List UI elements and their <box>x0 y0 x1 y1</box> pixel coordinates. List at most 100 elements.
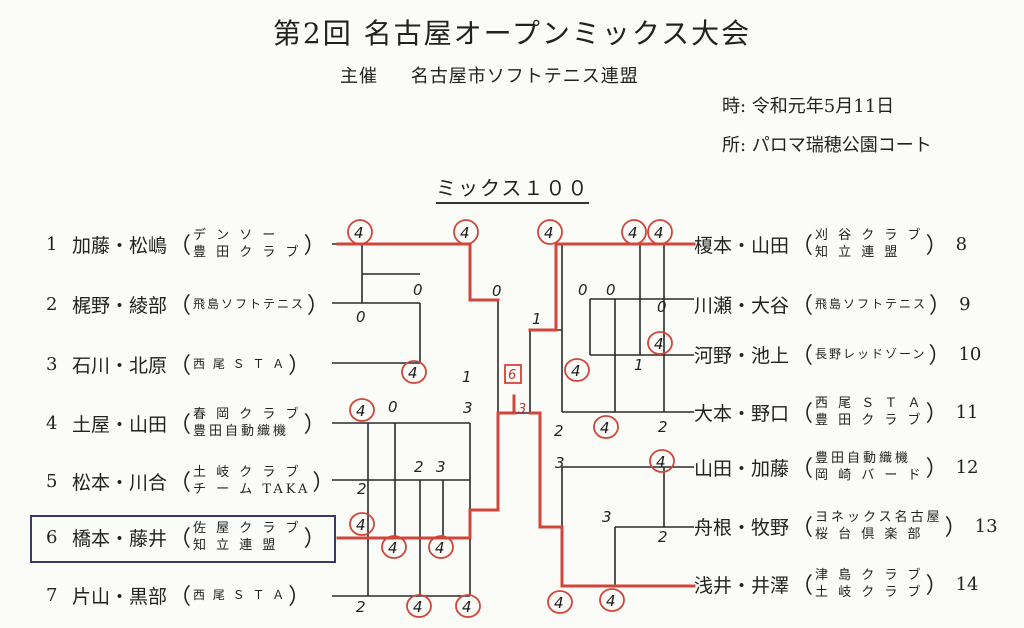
entry-number: 2 <box>46 293 58 315</box>
score-label: 4 <box>656 453 666 471</box>
player-names: 松本・川合 <box>72 471 168 494</box>
entry-3: 3 石川・北原 （ 西 尾 Ｓ Ｔ Ａ ） <box>46 344 312 384</box>
player-names: 石川・北原 <box>72 354 168 377</box>
score-circle <box>599 588 625 612</box>
entry-2: 2 梶野・綾部 （ 飛島ソフトテニス ） <box>46 284 331 324</box>
score-labels: 4 4 0 0 4 1 0 4 0 3 2 2 3 4 4 4 2 4 4 6 … <box>354 224 668 616</box>
club-names: 佐 屋 ク ラ ブ 知 立 連 盟 <box>193 520 302 554</box>
club-line: 長野レッドゾーン <box>815 346 927 361</box>
club-names: 飛島ソフトテニス <box>815 296 927 313</box>
winner-line <box>336 508 500 540</box>
score-label: 3 <box>602 508 612 526</box>
player-names: 川瀬・大谷 <box>694 294 790 317</box>
score-circle <box>649 449 675 473</box>
score-label: 0 <box>492 282 502 300</box>
score-label: 1 <box>634 356 644 374</box>
score-label: 4 <box>460 224 470 242</box>
page-title: 第2回 名古屋オープンミックス大会 <box>272 17 752 50</box>
score-label: 2 <box>414 458 424 476</box>
club-names: 西 尾 Ｓ Ｔ Ａ <box>193 587 286 604</box>
player-names: 梶野・綾部 <box>72 294 168 317</box>
club-line: チ ー ム TAKA <box>193 482 311 497</box>
club-line: 飛島ソフトテニス <box>815 296 928 311</box>
club-line: 知 立 連 盟 <box>193 538 279 553</box>
club-line: 西 尾 Ｓ Ｔ Ａ <box>193 356 287 371</box>
score-circle <box>537 219 563 245</box>
winner-line <box>336 242 500 302</box>
player-names: 山田・加藤 <box>694 457 790 480</box>
score-circle <box>647 331 673 355</box>
club-line: デ ン ソ ー <box>193 228 279 243</box>
entry-5: 5 松本・川合 （ 土 岐 ク ラ ブ チ ー ム TAKA ） <box>46 465 335 497</box>
winner-line <box>528 411 696 588</box>
winner-line <box>528 242 696 332</box>
score-circle <box>349 512 375 536</box>
entry-number: 5 <box>46 470 58 492</box>
score-label: 0 <box>606 281 616 299</box>
score-label: 3 <box>518 402 526 417</box>
bracket-lines <box>332 243 694 597</box>
score-label: 4 <box>600 419 610 437</box>
club-line: 津 島 ク ラ ブ <box>815 568 924 583</box>
score-label: 4 <box>413 598 423 616</box>
score-circle <box>349 398 375 422</box>
score-circle <box>564 358 590 382</box>
score-circles <box>347 219 675 618</box>
score-label: 0 <box>578 281 588 299</box>
score-circle <box>647 219 673 245</box>
club-names: ヨネックス名古屋 桜 台 倶 楽 部 <box>815 509 943 543</box>
player-names: 榎本・山田 <box>694 234 790 257</box>
score-label: 4 <box>462 598 472 616</box>
date-line: 時: 令和元年5月11日 <box>722 96 895 117</box>
club-line: 岡 崎 バ ー ド <box>815 468 924 483</box>
organizer-label: 主催 <box>340 66 378 87</box>
score-label: 0 <box>413 281 423 299</box>
club-names: 長野レッドゾーン <box>815 346 926 363</box>
entry-12: 山田・加藤 （ 豊田自動織機 岡 崎 バ ー ド ） 12 <box>694 450 979 484</box>
entry-number: 1 <box>46 233 58 255</box>
club-line: 飛島ソフトテニス <box>193 296 306 311</box>
club-line: 春 岡 ク ラ ブ <box>193 407 302 422</box>
entry-number: 8 <box>955 233 968 255</box>
highlight-box-entry-6 <box>30 515 336 563</box>
club-line: 佐 屋 ク ラ ブ <box>193 521 302 536</box>
entry-number: 13 <box>974 515 998 537</box>
score-label: 4 <box>628 224 638 242</box>
entry-number: 4 <box>46 412 58 434</box>
entry-8: 榎本・山田 （ 刈 谷 ク ラ ブ 知 立 連 盟 ） 8 <box>694 227 968 261</box>
event-title: ミックス１００ <box>436 172 590 204</box>
score-label: 4 <box>654 335 664 353</box>
place-line: 所: パロマ瑞穂公園コート <box>722 135 932 156</box>
score-label: 4 <box>356 516 366 534</box>
score-label: 1 <box>532 310 542 328</box>
player-names: 大本・野口 <box>694 402 790 425</box>
score-label: 4 <box>408 364 418 382</box>
club-names: 飛島ソフトテニス <box>193 296 305 313</box>
score-label: 1 <box>462 368 472 386</box>
club-line: 西 尾 Ｓ Ｔ Ａ <box>815 396 924 411</box>
player-names: 加藤・松嶋 <box>72 234 168 257</box>
score-circle <box>453 219 479 245</box>
entry-number: 9 <box>959 293 971 315</box>
score-label: 4 <box>435 539 445 557</box>
entry-11: 大本・野口 （ 西 尾 Ｓ Ｔ Ａ 豊 田 ク ラ ブ ） 11 <box>694 396 979 428</box>
player-names: 河野・池上 <box>694 344 790 367</box>
entry-number: 3 <box>46 353 58 375</box>
entry-number: 12 <box>955 456 979 478</box>
score-label: 0 <box>657 298 667 316</box>
score-label: 2 <box>357 480 367 498</box>
winner-line <box>496 411 517 512</box>
score-label: 4 <box>571 362 581 380</box>
club-names: 豊田自動織機 岡 崎 バ ー ド <box>815 450 924 484</box>
entry-10: 河野・池上 （ 長野レッドゾーン ） 10 <box>694 334 981 374</box>
score-label: 2 <box>658 528 668 546</box>
club-names: 津 島 ク ラ ブ 土 岐 ク ラ ブ <box>815 567 924 601</box>
club-names: 刈 谷 ク ラ ブ 知 立 連 盟 <box>815 227 924 261</box>
player-names: 土屋・山田 <box>72 413 168 436</box>
entry-9: 川瀬・大谷 （ 飛島ソフトテニス ） 9 <box>694 284 971 324</box>
organizer-name: 名古屋市ソフトテニス連盟 <box>410 66 639 87</box>
entry-13: 舟根・牧野 （ ヨネックス名古屋 桜 台 倶 楽 部 ） 13 <box>694 509 998 543</box>
organizer-line: 主催 名古屋市ソフトテニス連盟 <box>340 62 639 88</box>
score-label: 2 <box>658 418 668 436</box>
